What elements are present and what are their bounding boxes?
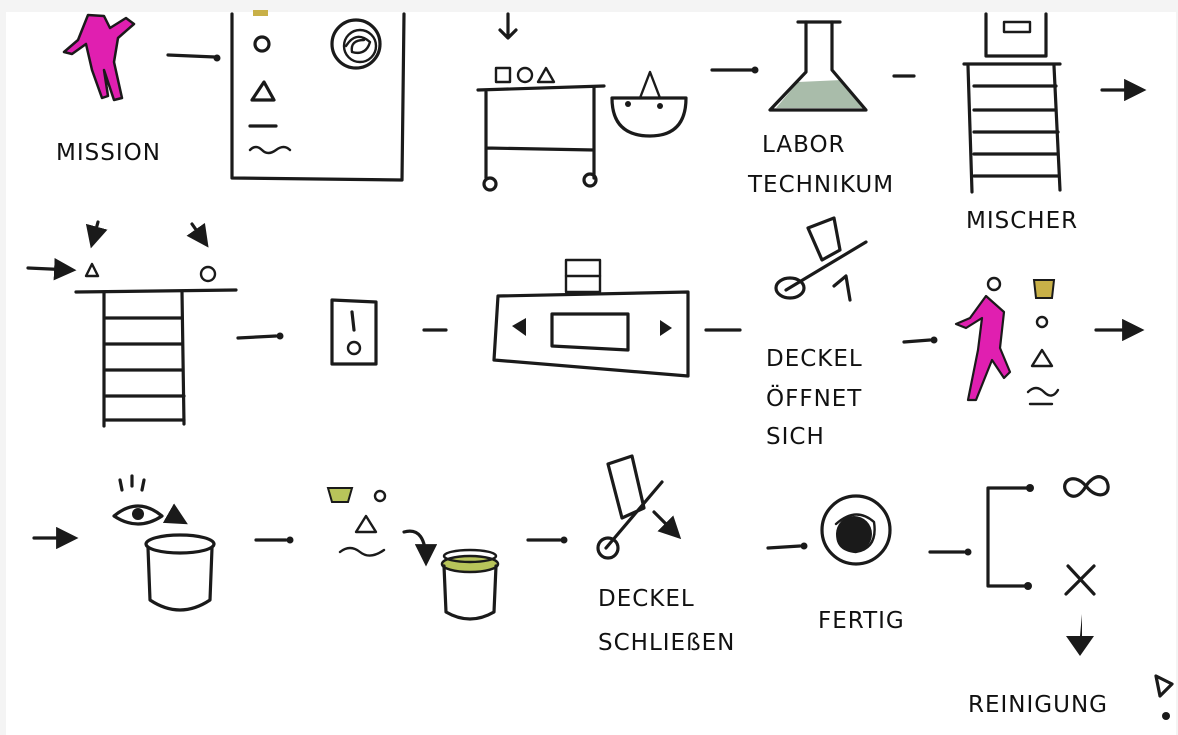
arrow-dot <box>214 55 221 62</box>
label-mischer: MISCHER <box>966 208 1078 234</box>
label-deckel-oeffnet-line2: ÖFFNET <box>766 384 862 412</box>
label-labor-line1: LABOR <box>762 132 846 158</box>
arrow-connector <box>904 340 930 342</box>
arrow-connector <box>168 55 215 57</box>
label-fertig: FERTIG <box>818 608 905 634</box>
label-deckel-schliessen-line2: SCHLIEßEN <box>598 630 735 656</box>
label-reinigung: REINIGUNG <box>968 692 1108 718</box>
label-deckel-schliessen-line1: DECKEL <box>598 586 695 612</box>
label-deckel-oeffnet-line1: DECKEL <box>766 346 863 372</box>
arrow-right <box>28 268 72 270</box>
label-labor-line2: TECHNIKUM <box>747 172 894 198</box>
arrow-connector <box>238 336 276 338</box>
label-deckel-oeffnet-line3: SICH <box>766 424 825 450</box>
arrow-connector <box>768 546 800 548</box>
label-mission: MISSION <box>56 140 161 166</box>
